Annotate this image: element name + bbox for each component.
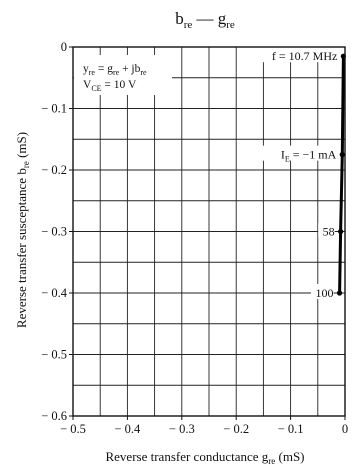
- y-tick-label: − 0.4: [41, 286, 68, 300]
- point-label-background: [238, 145, 337, 161]
- y-axis-label-sub: re: [21, 161, 31, 168]
- legend-subscript: re: [140, 68, 147, 77]
- x-axis-label: Reverse transfer conductance gre (mS): [105, 449, 304, 466]
- data-point: [338, 228, 344, 235]
- data-point: [339, 152, 345, 158]
- point-label-text: = −1 mA: [290, 148, 337, 162]
- y-tick-label: − 0.3: [41, 225, 67, 239]
- point-label-background: [318, 222, 335, 238]
- point-label-background: [310, 284, 334, 299]
- y-axis-label: Reverse transfer susceptance bre (mS): [14, 132, 31, 328]
- x-axis-label-sub: re: [268, 456, 275, 466]
- x-axis-label-text: Reverse transfer conductance g: [105, 449, 268, 464]
- title-second: g: [218, 9, 227, 28]
- x-tick-label: − 0.2: [223, 422, 249, 436]
- legend-text: V: [83, 79, 92, 91]
- y-tick-label: 0: [61, 40, 67, 54]
- grid: [73, 47, 345, 416]
- point-label-background: [258, 47, 338, 63]
- legend-text: y: [83, 63, 89, 75]
- y-tick-label: − 0.2: [41, 163, 67, 177]
- point-label: 58: [323, 225, 335, 239]
- y-tick-label: − 0.6: [41, 409, 67, 423]
- x-tick-label: − 0.1: [278, 422, 304, 436]
- legend-background: [74, 55, 172, 95]
- x-tick-label: − 0.5: [60, 422, 86, 436]
- title-second-sub: re: [226, 19, 235, 31]
- x-tick-label: − 0.3: [169, 422, 195, 436]
- y-tick-label: − 0.5: [41, 348, 67, 362]
- y-tick-label: − 0.1: [41, 102, 67, 116]
- legend-line-2: VCE = 10 V: [83, 79, 137, 93]
- chart-title: bre — gre: [175, 9, 235, 31]
- title-sep: —: [192, 9, 218, 28]
- legend-text: = g: [95, 63, 113, 75]
- legend-text: + jb: [119, 63, 140, 75]
- y-axis-label-text: Reverse transfer susceptance b: [14, 168, 29, 328]
- legend-line-1: yre = gre + jbre: [83, 63, 147, 77]
- point-label: IE = −1 mA: [281, 148, 337, 164]
- point-label-text: I: [281, 148, 285, 162]
- y-axis-label-unit: (mS): [14, 132, 29, 161]
- legend-subscript: re: [113, 68, 120, 77]
- x-axis-label-unit: (mS): [275, 449, 304, 464]
- x-tick-label: − 0.4: [114, 422, 141, 436]
- data-point: [336, 290, 343, 296]
- point-label: f = 10.7 MHz: [272, 49, 337, 63]
- legend-subscript: re: [89, 68, 96, 77]
- axes: − 0.5 − 0.4 − 0.3 − 0.2 − 0.1 0 0 − 0.1 − 0.2 − 0…: [41, 40, 348, 436]
- legend-text: = 10 V: [102, 79, 137, 91]
- point-label: 100: [316, 286, 334, 300]
- x-tick-label: 0: [342, 422, 348, 436]
- legend-subscript: CE: [91, 84, 101, 93]
- point-label-subscript: E: [285, 155, 290, 164]
- title-main-sub: re: [184, 19, 193, 31]
- series-line: [338, 54, 345, 295]
- title-main: b: [175, 9, 184, 28]
